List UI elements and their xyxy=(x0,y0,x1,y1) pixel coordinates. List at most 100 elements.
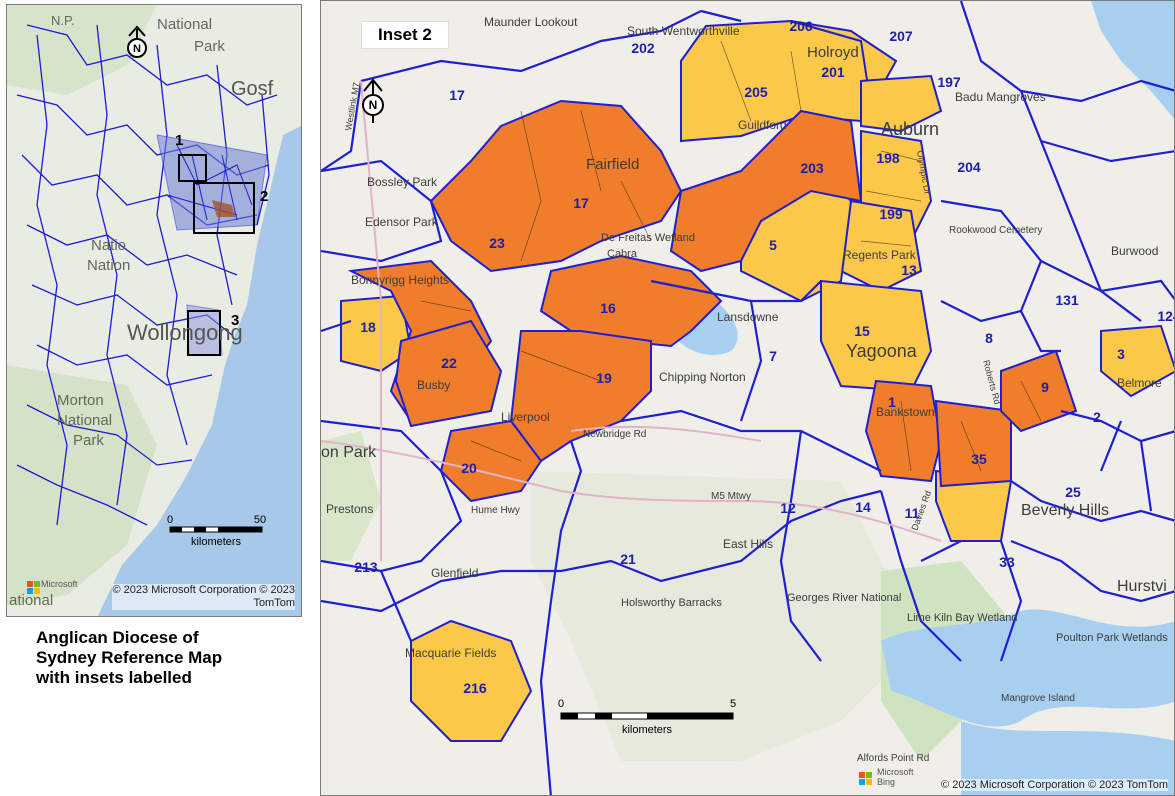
inset-2-box xyxy=(193,182,255,234)
place-liverpool: Liverpool xyxy=(501,410,550,424)
place-newbridge-rd: Newbridge Rd xyxy=(583,429,646,440)
ov-label-natio: Natio xyxy=(91,237,126,254)
place-badu-mangroves: Badu Mangroves xyxy=(955,90,1046,104)
ov-label-np: N.P. xyxy=(51,13,75,28)
overview-copyright-line-1: © 2023 Microsoft Corporation © 2023 xyxy=(112,584,295,596)
overview-bush-north xyxy=(7,5,157,95)
region-203-area xyxy=(669,109,863,273)
place-hurstville: Hurstvi xyxy=(1117,578,1167,595)
region-num-201: 201 xyxy=(821,64,845,80)
place-rookwood-cemetery: Rookwood Cemetery xyxy=(949,225,1042,236)
region-22-area xyxy=(394,319,503,428)
inset-1-box xyxy=(178,154,207,182)
region-num-19: 19 xyxy=(596,370,612,386)
region-num-213: 213 xyxy=(354,559,378,575)
region-num-203: 203 xyxy=(800,160,824,176)
region-197-area xyxy=(860,74,943,133)
place-auburn: Auburn xyxy=(881,119,939,139)
place-holsworthy-barracks: Holsworthy Barracks xyxy=(621,597,722,609)
inset-sub-boundaries xyxy=(420,40,1042,472)
region-num-131: 131 xyxy=(1055,292,1079,308)
region-num-204: 204 xyxy=(957,159,981,175)
place-on-park: on Park xyxy=(321,444,377,461)
overview-map-canvas: 1 2 3 N.P. National Park Gosf Natio Nati… xyxy=(7,5,301,616)
place-beverly-hills: Beverly Hills xyxy=(1021,502,1109,519)
region-num-17-b: 17 xyxy=(573,195,589,211)
place-m5-mtwy: M5 Mtwy xyxy=(711,491,751,502)
caption-line-1: Anglican Diocese of xyxy=(36,628,199,647)
region-num-9: 9 xyxy=(1041,379,1049,395)
region-num-207: 207 xyxy=(889,28,913,44)
region-35-area xyxy=(934,399,1012,488)
region-num-216: 216 xyxy=(463,680,487,696)
region-num-199: 199 xyxy=(879,206,903,222)
caption-line-2: Sydney Reference Map xyxy=(36,648,223,667)
inset-copyright: © 2023 Microsoft Corporation © 2023 TomT… xyxy=(941,779,1168,791)
region-num-20: 20 xyxy=(461,460,477,476)
ov-label-gosf: Gosf xyxy=(231,78,274,100)
place-east-hills: East Hills xyxy=(723,537,773,551)
region-num-206: 206 xyxy=(789,18,813,34)
inset-logo-text-bing: Bing xyxy=(877,777,896,787)
region-num-33: 33 xyxy=(999,554,1015,570)
region-1-area xyxy=(864,379,943,483)
inset-scale-start: 0 xyxy=(558,698,564,710)
overview-scale-bar: 0 50 kilometers xyxy=(167,514,266,548)
inset-scale-end: 5 xyxy=(730,698,736,710)
place-georges-river-national: Georges River National xyxy=(787,592,901,604)
region-num-35: 35 xyxy=(971,451,987,467)
place-south-wentworthville: South Wentworthville xyxy=(627,24,740,38)
region-num-1: 1 xyxy=(888,394,896,410)
region-216-area xyxy=(410,619,533,742)
overview-microsoft-logo-icon xyxy=(27,581,40,594)
region-num-5: 5 xyxy=(769,237,777,253)
inset-georges-river xyxy=(881,609,1174,727)
place-belmore: Belmore xyxy=(1117,376,1162,390)
overview-scale-unit: kilometers xyxy=(191,536,242,548)
region-16-area xyxy=(539,254,723,348)
place-cabra: Cabra xyxy=(607,248,638,260)
region-num-12: 12 xyxy=(780,500,796,516)
ov-label-park: Park xyxy=(194,38,225,55)
region-num-202: 202 xyxy=(631,40,655,56)
overview-bush-south xyxy=(7,365,157,605)
overview-place-labels: N.P. National Park Gosf Natio Nation Wol… xyxy=(9,13,274,609)
region-num-13: 13 xyxy=(901,262,917,278)
overview-ocean xyxy=(97,126,301,616)
inset-green-west xyxy=(321,431,381,561)
place-poulton-park: Poulton Park Wetlands xyxy=(1056,632,1168,644)
inset-2-label: 2 xyxy=(260,188,268,205)
overview-map: 1 2 3 N.P. National Park Gosf Natio Nati… xyxy=(6,4,302,617)
inset-map-canvas: 206 207 202 201 197 205 17 203 198 204 1… xyxy=(321,1,1175,795)
region-num-197: 197 xyxy=(937,74,961,90)
region-18-area xyxy=(340,294,413,373)
region-num-3: 3 xyxy=(1117,346,1125,362)
place-mangrove-island: Mangrove Island xyxy=(1001,693,1075,704)
region-num-205: 205 xyxy=(744,84,768,100)
region-num-2: 2 xyxy=(1093,409,1101,425)
region-num-22: 22 xyxy=(441,355,457,371)
region-15-area xyxy=(820,279,933,393)
overview-scale-end: 50 xyxy=(254,514,266,526)
ov-label-morton: Morton xyxy=(57,392,104,409)
place-fairfield: Fairfield xyxy=(586,156,639,173)
inset-2-map: 206 207 202 201 197 205 17 203 198 204 1… xyxy=(320,0,1175,796)
region-num-124: 124 xyxy=(1157,308,1175,324)
place-busby: Busby xyxy=(417,378,450,392)
place-alfords-point-rd: Alfords Point Rd xyxy=(857,753,929,764)
region-num-16: 16 xyxy=(600,300,616,316)
inset-scale-bar: 0 5 kilometers xyxy=(558,698,736,736)
inset-3-label: 3 xyxy=(231,312,239,329)
place-chipping-norton: Chipping Norton xyxy=(659,370,746,384)
region-num-15: 15 xyxy=(854,323,870,339)
inset-microsoft-logo-icon xyxy=(859,772,872,785)
inset-yellow-regions xyxy=(340,19,1174,742)
region-3-area xyxy=(1100,324,1174,398)
overview-logo-text: Microsoft xyxy=(41,579,78,589)
region-num-21: 21 xyxy=(620,551,636,567)
region-num-14: 14 xyxy=(855,499,871,515)
region-num-17-a: 17 xyxy=(449,87,465,103)
region-num-8: 8 xyxy=(985,330,993,346)
place-de-freitas-wetland: De Freitas Wetland xyxy=(601,232,695,244)
inset-place-labels: Maunder Lookout South Wentworthville Hol… xyxy=(321,15,1168,764)
